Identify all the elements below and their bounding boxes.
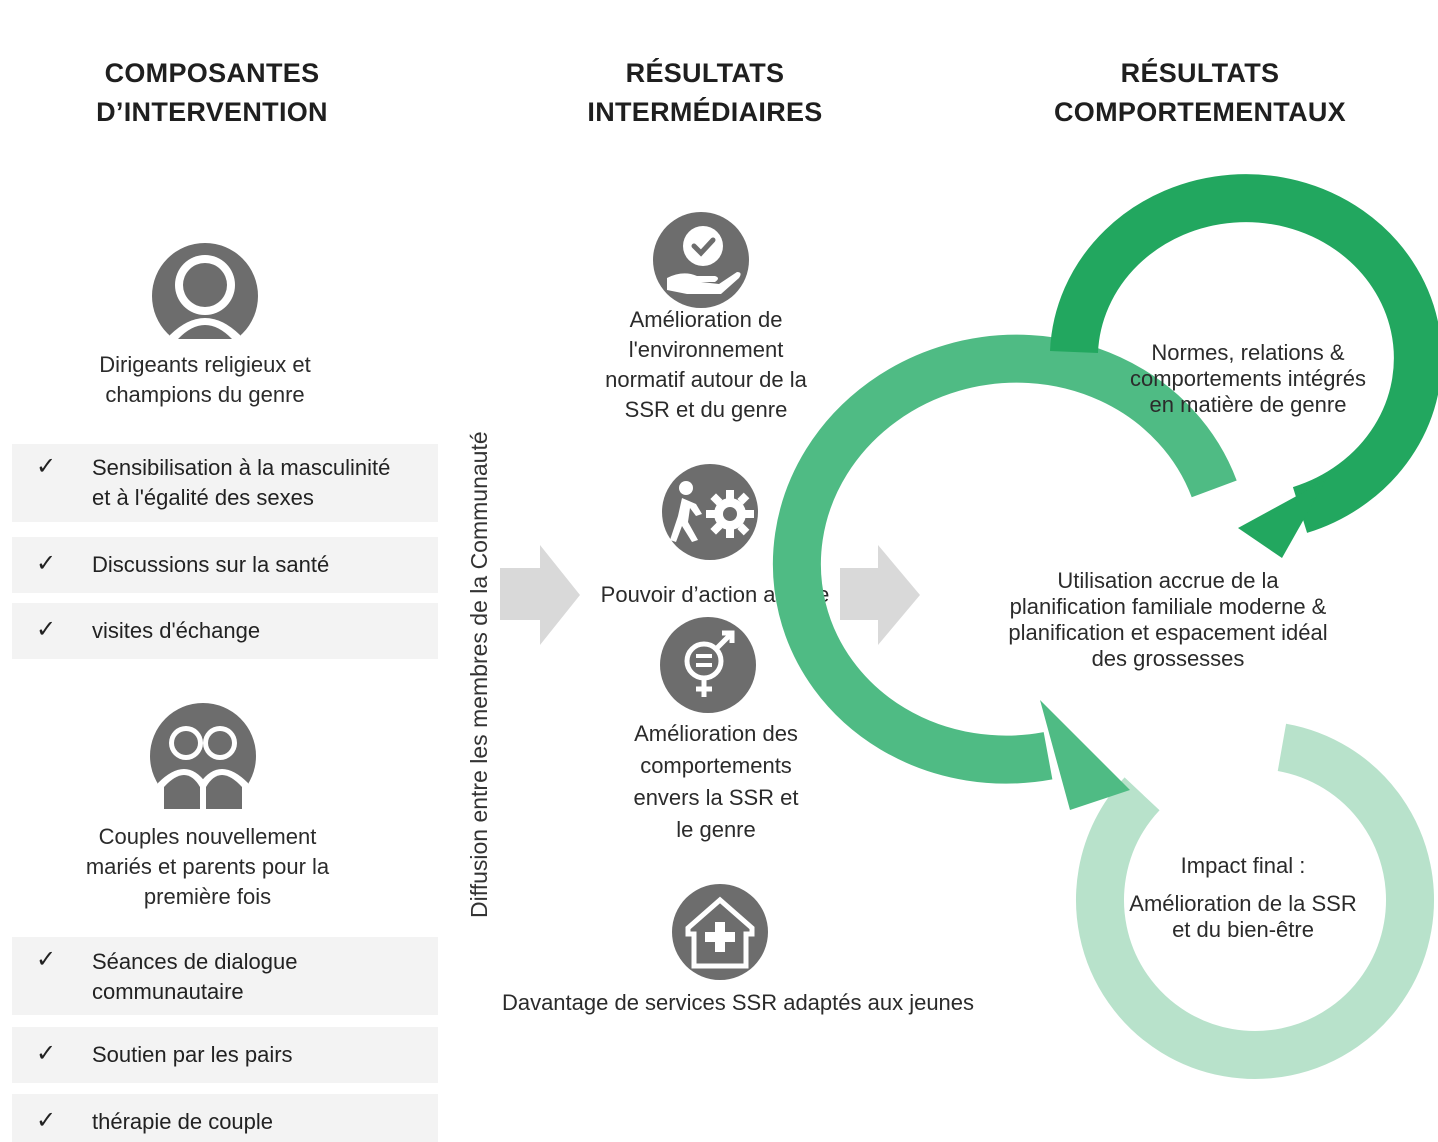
- title-line: RÉSULTATS: [1120, 58, 1280, 88]
- title-line: COMPORTEMENTAUX: [1054, 97, 1346, 127]
- cycle-arrowhead-norms: [1238, 480, 1326, 558]
- list-item-text: Discussions sur la santé: [92, 552, 330, 577]
- list-item-text: Séances de dialogue communautaire: [92, 947, 298, 1007]
- title-line: D’INTERVENTION: [96, 97, 328, 127]
- list-item-text: Sensibilisation à la masculinité et à l'…: [92, 453, 390, 513]
- list-item-text: visites d'échange: [92, 618, 261, 643]
- cycle-text-impact: Impact final : Amélioration de la SSR et…: [1110, 853, 1376, 943]
- line: Impact final :: [1180, 853, 1306, 878]
- health-house-icon: [672, 884, 768, 980]
- column-title-intermediate: RÉSULTATS INTERMÉDIAIRES: [555, 54, 855, 132]
- outcome-behaviours: Amélioration des comportements envers la…: [590, 718, 842, 846]
- cycle-arrowhead-utilisation: [1040, 700, 1130, 810]
- title-line: RÉSULTATS: [625, 58, 785, 88]
- label-line: Dirigeants religieux et: [99, 352, 311, 377]
- list-item: ✓ Soutien par les pairs: [12, 1027, 438, 1083]
- line: en matière de genre: [1149, 392, 1347, 417]
- outcome-agency: Pouvoir d’action accrue: [600, 582, 830, 607]
- line: comportements intégrés: [1130, 366, 1366, 391]
- check-icon: ✓: [36, 550, 57, 577]
- person-icon: [152, 243, 258, 349]
- list-item: ✓ Sensibilisation à la masculinité et à …: [12, 444, 438, 522]
- line: normatif autour de la: [605, 367, 807, 392]
- person-pushing-gear-icon: [662, 464, 758, 560]
- diffusion-label: Diffusion entre les membres de la Commun…: [466, 431, 492, 918]
- cycle-text-norms: Normes, relations & comportements intégr…: [1110, 340, 1386, 418]
- list-item: ✓ Séances de dialogue communautaire: [12, 937, 438, 1015]
- group-label-young-couples: Couples nouvellement mariés et parents p…: [50, 822, 365, 912]
- line: comportements: [640, 753, 792, 778]
- list-item-text: Soutien par les pairs: [92, 1042, 293, 1067]
- line: Sensibilisation à la masculinité: [92, 455, 391, 480]
- line: planification et espacement idéal: [1008, 620, 1328, 645]
- line: Amélioration de la SSR: [1129, 891, 1357, 916]
- check-icon: ✓: [36, 453, 57, 480]
- line: Amélioration de: [629, 307, 783, 332]
- line: Séances de dialogue: [92, 949, 298, 974]
- outcome-youth-services: Davantage de services SSR adaptés aux je…: [501, 990, 975, 1015]
- check-icon: ✓: [36, 1040, 57, 1067]
- check-icon: ✓: [36, 1107, 57, 1134]
- group-label-religious-leaders: Dirigeants religieux et champions du gen…: [60, 350, 350, 410]
- check-icon: ✓: [36, 946, 57, 973]
- list-item: ✓ Discussions sur la santé: [12, 537, 438, 593]
- line: le genre: [676, 817, 756, 842]
- label-line: première fois: [143, 884, 272, 909]
- label-line: champions du genre: [105, 382, 305, 407]
- column-title-behavioural: RÉSULTATS COMPORTEMENTAUX: [1040, 54, 1360, 132]
- line: [1110, 879, 1376, 891]
- line: Normes, relations &: [1151, 340, 1345, 365]
- line: envers la SSR et: [633, 785, 799, 810]
- title-line: COMPOSANTES: [104, 58, 320, 88]
- label-line: Couples nouvellement: [98, 824, 317, 849]
- list-item-text: thérapie de couple: [92, 1109, 274, 1134]
- line: communautaire: [92, 979, 244, 1004]
- line: et du bien-être: [1172, 917, 1314, 942]
- line: Utilisation accrue de la: [1057, 568, 1279, 593]
- label-line: mariés et parents pour la: [85, 854, 330, 879]
- couple-icon: [150, 703, 256, 809]
- line: Amélioration des: [634, 721, 798, 746]
- line: des grossesses: [1091, 646, 1245, 671]
- hand-heart-check-icon: [653, 212, 749, 308]
- list-item: ✓ visites d'échange: [12, 603, 438, 659]
- line: et à l'égalité des sexes: [92, 485, 314, 510]
- title-line: INTERMÉDIAIRES: [587, 97, 823, 127]
- cycle-text-utilisation: Utilisation accrue de la planification f…: [990, 568, 1346, 672]
- flow-arrow-left: [500, 545, 580, 645]
- check-icon: ✓: [36, 616, 57, 643]
- outcome-normative-environment: Amélioration de l'environnement normatif…: [560, 305, 852, 425]
- line: planification familiale moderne &: [1009, 594, 1327, 619]
- line: SSR et du genre: [624, 397, 788, 422]
- list-item: ✓ thérapie de couple: [12, 1094, 438, 1142]
- column-title-interventions: COMPOSANTES D’INTERVENTION: [62, 54, 362, 132]
- gender-equality-icon: [660, 617, 756, 713]
- line: l'environnement: [628, 337, 784, 362]
